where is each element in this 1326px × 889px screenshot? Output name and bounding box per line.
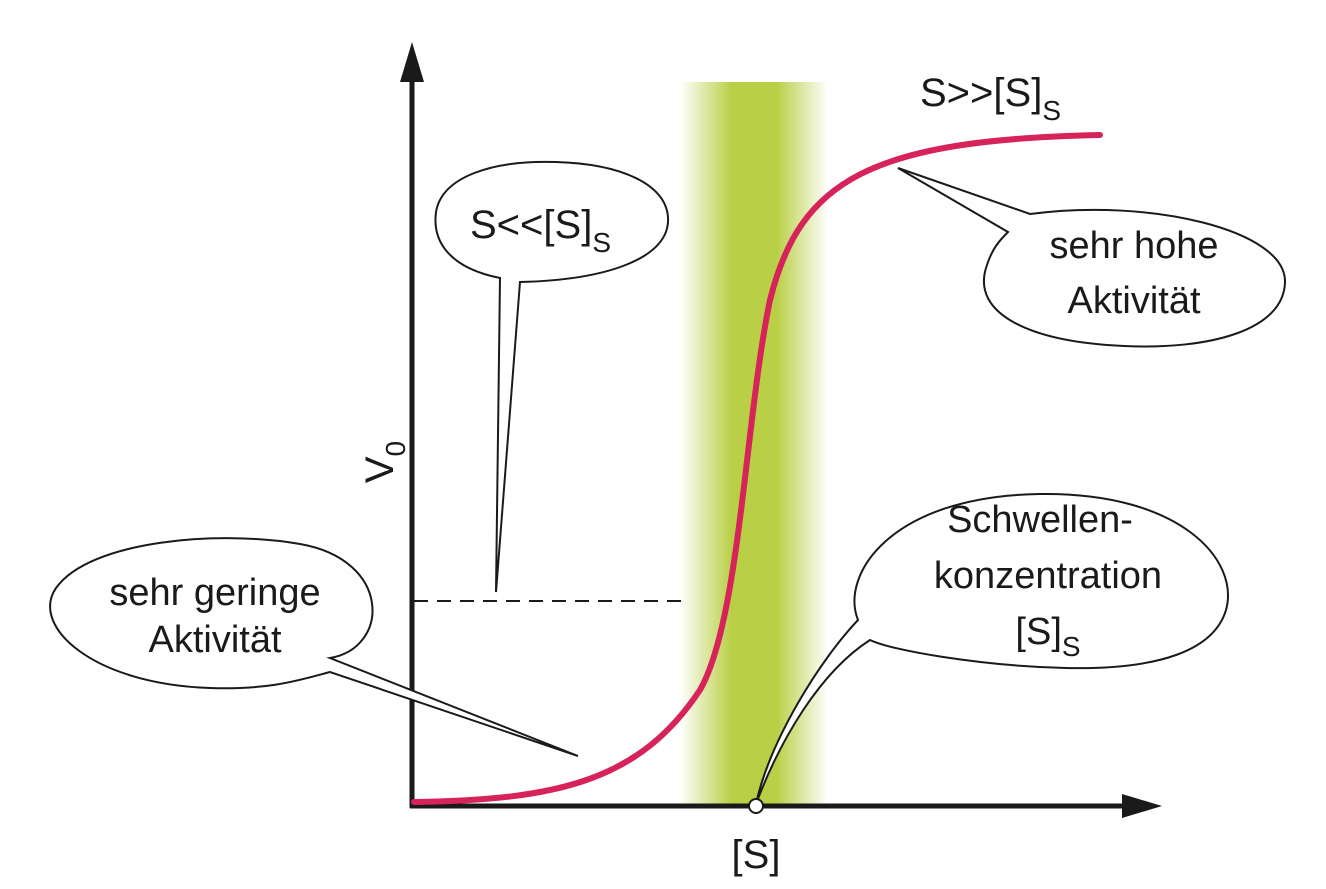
low-activity-line2: Aktivität: [148, 619, 281, 661]
threshold-line3: [S]S: [1015, 611, 1080, 662]
threshold-line3-main: [S]: [1015, 611, 1061, 653]
top-right-label-main: S>>[S]: [920, 71, 1042, 115]
threshold-line3-sub: S: [1062, 631, 1081, 662]
y-axis-label: V0: [358, 441, 411, 483]
left-bubble-label-main: S<<[S]: [470, 203, 592, 247]
x-axis-label: [S]: [732, 833, 781, 877]
threshold-marker-icon: [748, 798, 764, 814]
left-bubble-label: S<<[S]S: [470, 203, 611, 258]
high-activity-line2: Aktivität: [1067, 280, 1200, 322]
y-axis-label-main: V: [358, 456, 402, 483]
y-axis-label-sub: 0: [380, 441, 411, 457]
low-activity-bubble: [49, 537, 579, 757]
low-activity-line1: sehr geringe: [109, 572, 320, 614]
high-activity-bubble: [897, 167, 1287, 348]
left-bubble-label-sub: S: [592, 227, 611, 258]
high-activity-line1: sehr hohe: [1049, 225, 1218, 267]
top-right-label: S>>[S]S: [920, 71, 1061, 126]
threshold-line2: konzentration: [934, 555, 1162, 597]
y-axis-arrow-icon: [400, 42, 424, 82]
top-right-label-sub: S: [1042, 95, 1061, 126]
svg-text:V0: V0: [358, 441, 411, 483]
left-concentration-bubble: [434, 160, 670, 593]
activity-curve: [411, 132, 1103, 805]
x-axis-arrow-icon: [1122, 794, 1162, 818]
threshold-line1: Schwellen-: [947, 499, 1133, 541]
